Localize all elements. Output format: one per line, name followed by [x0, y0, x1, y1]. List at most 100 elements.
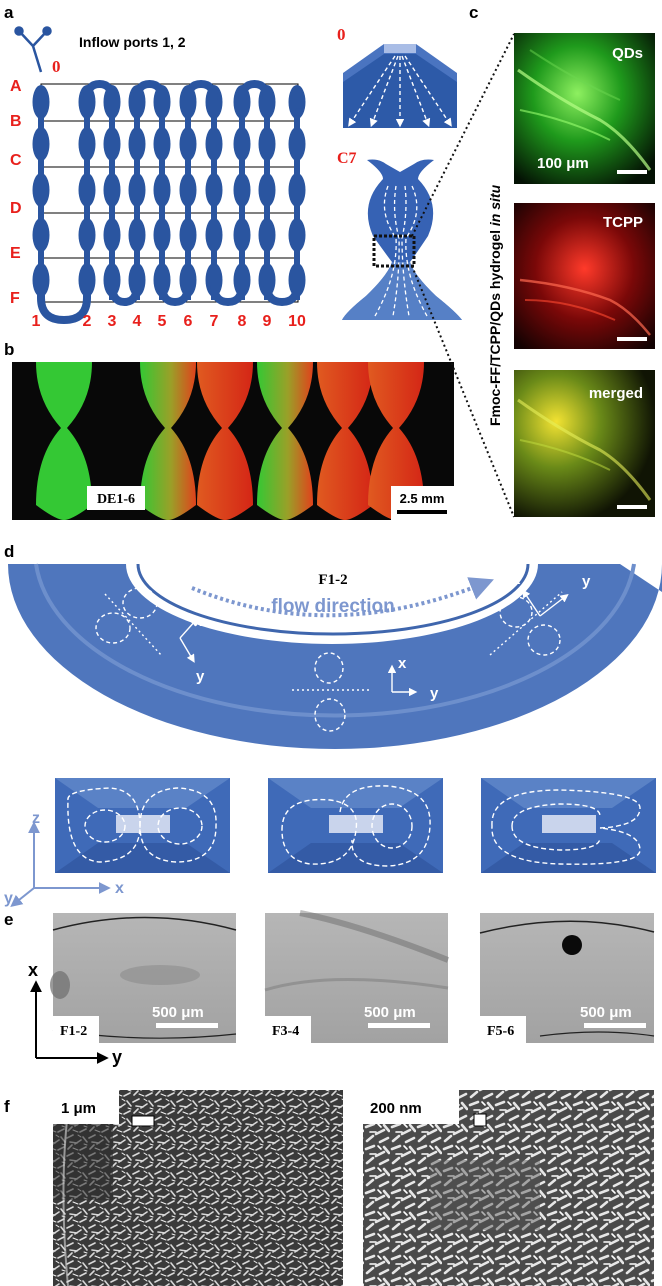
channel-segment	[185, 86, 191, 300]
tile-scale-bar	[368, 1023, 430, 1028]
tile-scale: 100 μm	[537, 155, 589, 172]
channel-segment	[159, 86, 165, 300]
panel-f: f 1 μm 200 nm	[4, 1090, 654, 1286]
location-label: F1-2	[318, 572, 347, 588]
channel-segment	[197, 362, 253, 520]
axis-x: x	[398, 655, 407, 672]
row-label: E	[10, 245, 21, 262]
channel-segment	[184, 79, 218, 101]
cross-section-2	[268, 778, 443, 873]
channel-segment	[83, 79, 116, 101]
tile-scale-bar	[617, 505, 647, 509]
channel-segment	[38, 86, 44, 300]
tile-scale-bar	[617, 337, 647, 341]
coordinate-axes-3d	[10, 821, 111, 907]
row-labels: A B C D E F	[10, 78, 22, 307]
axis-x: x	[512, 571, 521, 588]
inset-label-c7: C7	[337, 150, 357, 167]
sem-tile-1: F1-2 500 μm	[50, 913, 237, 1043]
channel-segment	[36, 362, 92, 520]
vortex-left	[95, 587, 199, 663]
channel-segment	[239, 86, 245, 300]
axis-y: y	[430, 685, 439, 702]
tile-scale: 500 μm	[364, 1004, 416, 1021]
scale-bar	[397, 510, 447, 514]
start-label: 0	[52, 57, 61, 76]
side-label: Fmoc-FF/TCPP/QDs hydrogel in situ	[487, 184, 503, 426]
tile-scale: 200 nm	[370, 1100, 422, 1117]
axis-x: x	[115, 880, 124, 897]
channel-segments	[36, 362, 424, 520]
tile-label: F3-4	[272, 1024, 299, 1039]
cross-section-1	[55, 778, 230, 873]
col-label: 4	[133, 313, 142, 330]
channel-segment	[134, 86, 140, 300]
channel-segment	[84, 86, 90, 300]
confocal-tile-merged: merged	[514, 370, 655, 517]
vortex-right	[489, 589, 569, 656]
axis-y: y	[582, 573, 591, 590]
inset-label-0: 0	[337, 25, 346, 44]
axis-y: y	[4, 890, 13, 907]
bend-channel	[8, 563, 662, 749]
inset-marker	[473, 1113, 487, 1127]
col-label: 5	[158, 313, 167, 330]
panel-letter-e: e	[4, 910, 13, 929]
axis-x: x	[194, 613, 203, 630]
vortex-middle	[292, 652, 418, 732]
sem-tile-2: F3-4 500 μm	[264, 910, 450, 1043]
tile-label: TCPP	[603, 214, 643, 231]
column-labels: 1 2 3 4 5 6 7 8 9 10	[32, 313, 306, 330]
scale-box	[391, 486, 454, 520]
channel-segment	[140, 362, 196, 520]
axis-x: x	[28, 960, 38, 980]
tile-scale: 500 μm	[580, 1004, 632, 1021]
row-label: D	[10, 200, 22, 217]
tile-scale-bar	[584, 1023, 646, 1028]
row-label: A	[10, 78, 22, 95]
col-label: 8	[238, 313, 247, 330]
tile-label: merged	[589, 385, 643, 402]
axis-y: y	[112, 1047, 122, 1067]
panel-letter-b: b	[4, 340, 14, 359]
scale-label: 2.5 mm	[400, 491, 445, 506]
inlet-inset	[343, 44, 457, 128]
sem-fiber-tile-2: 200 nm	[363, 1090, 654, 1286]
col-label: 1	[32, 313, 41, 330]
channel-segment	[158, 284, 192, 307]
channel-segment	[37, 280, 91, 325]
channel-segment	[295, 108, 303, 116]
col-label: 6	[184, 313, 193, 330]
inset-marker	[131, 1115, 155, 1127]
channel-segment	[133, 79, 166, 101]
row-label: C	[10, 152, 22, 169]
row-label: B	[10, 113, 22, 130]
cross-section-3	[481, 778, 656, 873]
channel-segment	[211, 86, 217, 300]
tile-label: F1-2	[60, 1024, 87, 1039]
panel-c: c Fmoc-FF/TCPP/QDs hydrogel in situ QDs …	[411, 3, 655, 518]
axis-z: z	[32, 810, 40, 827]
axis-y: y	[196, 668, 205, 685]
confocal-tile-tcpp: TCPP	[514, 203, 655, 349]
panel-a: a Inflow ports 1, 2 0 A B C D E F 1	[4, 3, 462, 330]
channel-segment	[108, 284, 141, 307]
inflow-label: Inflow ports 1, 2	[79, 34, 186, 50]
col-label: 10	[288, 313, 306, 330]
channel-segment	[294, 86, 300, 300]
channel-segment	[210, 284, 246, 307]
channel-segment	[264, 86, 270, 300]
panel-b: b DE1-6 2.5 mm	[4, 340, 454, 520]
tile-scale-bar	[617, 170, 647, 174]
channel-segment	[109, 86, 115, 300]
sem-fiber-tile-1: 1 μm	[53, 1090, 343, 1286]
serpentine-channel	[32, 79, 306, 325]
channel-segment	[317, 362, 373, 520]
sem-axes	[30, 980, 109, 1064]
panel-d: d F1-2 flow direction x y x y	[4, 542, 662, 907]
panel-letter-f: f	[4, 1097, 10, 1116]
tile-scale: 500 μm	[152, 1004, 204, 1021]
channel-segment	[238, 79, 271, 101]
tile-scale-bar	[156, 1023, 218, 1028]
